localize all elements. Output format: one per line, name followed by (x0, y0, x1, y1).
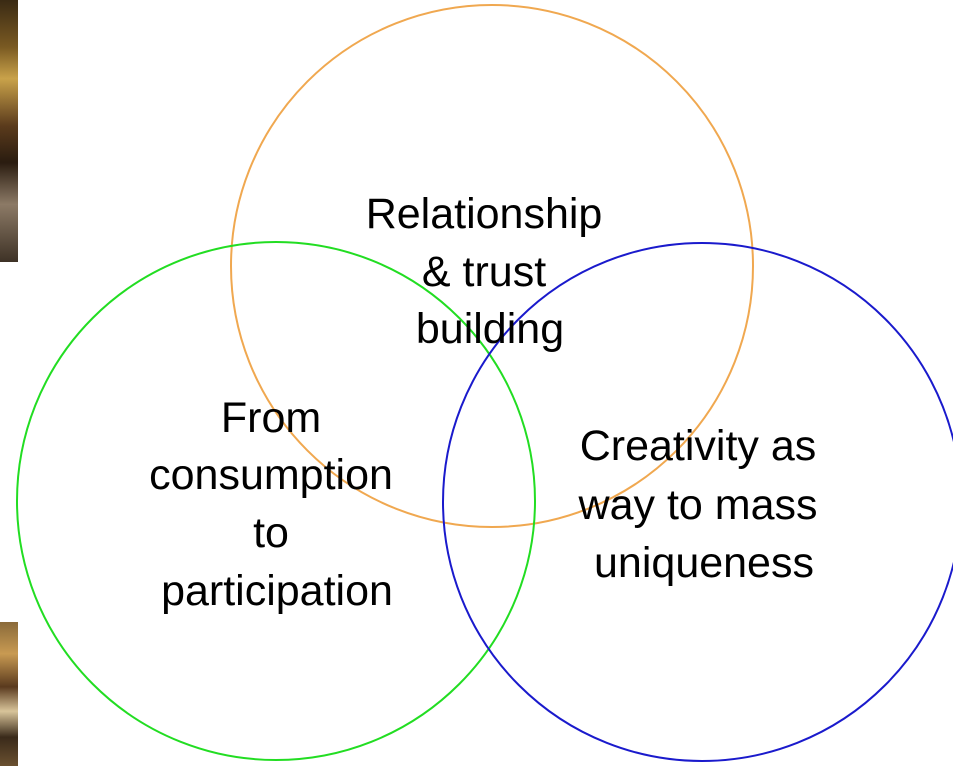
circle-left (16, 241, 536, 761)
circle-top-label-line: & trust (422, 248, 546, 296)
circle-top (230, 4, 754, 528)
photo-edge-top (0, 0, 18, 262)
circle-left-label-line: From (221, 394, 321, 442)
photo-edge-bottom (0, 622, 18, 766)
circle-right-label-line: Creativity as (580, 422, 817, 470)
circle-left-label-line: participation (161, 567, 393, 615)
circle-left-label-line: to (253, 509, 289, 557)
circle-top-label-line: building (416, 305, 564, 353)
circle-left-label: From consumption to participation (149, 394, 405, 615)
circle-right-label-line: way to mass (578, 481, 818, 529)
circle-right (442, 242, 953, 762)
circle-top-label-line: Relationship (366, 190, 603, 238)
circle-right-label-line: uniqueness (594, 539, 814, 587)
circle-left-label-line: consumption (149, 451, 393, 499)
circle-right-label: Creativity as way to mass uniqueness (578, 422, 830, 587)
circle-top-label: Relationship & trust building (366, 190, 615, 353)
